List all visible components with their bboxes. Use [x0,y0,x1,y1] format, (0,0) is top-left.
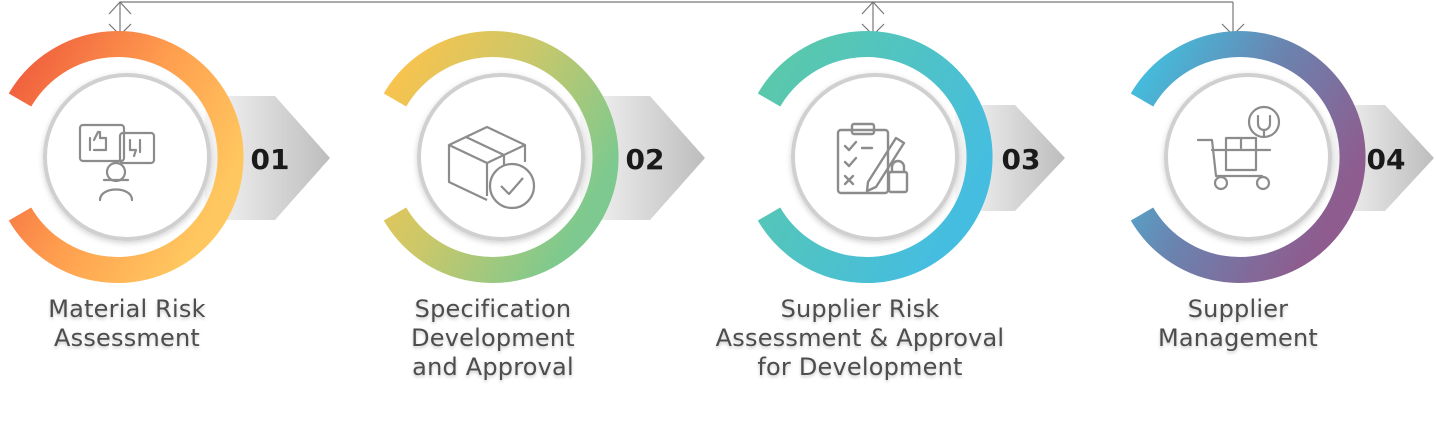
label-line: Assessment & Approval [715,324,1005,352]
label-line: Supplier Risk [780,295,940,323]
inner-circle [791,73,959,241]
step-2-label: Specification Development and Approval [343,295,643,382]
gradient-ring [1130,31,1366,283]
step-number: 01 [251,143,290,176]
cart-wrench-icon [1196,105,1281,191]
label-line: for Development [757,353,963,381]
step-number: 04 [1367,143,1406,176]
box-check-icon [447,125,536,210]
step-1: 01 [8,31,330,283]
label-line: Supplier [1187,295,1289,323]
gradient-ring [757,31,993,283]
step-number: 03 [1002,143,1041,176]
gradient-ring [8,31,244,283]
step-2: 02 [383,31,705,283]
label-line: Material Risk [48,295,206,323]
feedback-person-icon [78,123,156,202]
inner-circle [1164,73,1332,241]
step-4: 04 [1130,31,1434,283]
label-line: Assessment [54,324,200,352]
step-4-label: Supplier Management [1088,295,1388,353]
gradient-ring [383,31,619,283]
label-line: Management [1157,324,1319,352]
step-3-label: Supplier Risk Assessment & Approval for … [710,295,1010,382]
step-3: 03 [757,31,1065,283]
label-line: Development [411,324,575,352]
clipboard-checklist-icon [836,122,909,195]
label-line: Specification [414,295,572,323]
label-line: and Approval [412,353,574,381]
step-number: 02 [626,143,665,176]
inner-circle [43,73,211,241]
connector-lines [108,1,1245,36]
step-1-label: Material Risk Assessment [0,295,277,353]
